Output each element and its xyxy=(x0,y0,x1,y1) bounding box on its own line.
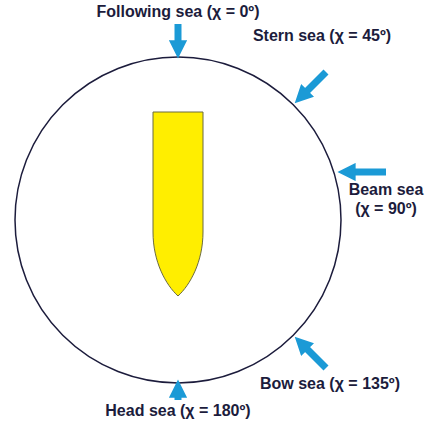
wave-circle xyxy=(15,57,341,383)
bow-sea-label: Bow sea (χ = 135º) xyxy=(260,374,400,393)
beam-sea-label: Beam sea (χ = 90º) xyxy=(344,180,428,218)
bow-arrow xyxy=(305,347,326,368)
stern-arrow xyxy=(305,72,326,93)
following-sea-label: Following sea (χ = 0º) xyxy=(96,2,259,21)
head-arrow xyxy=(175,394,182,400)
ship-hull xyxy=(153,112,203,296)
stern-sea-label: Stern sea (χ = 45º) xyxy=(253,26,391,45)
head-sea-label: Head sea (χ = 180º) xyxy=(105,401,250,420)
beam-arrow xyxy=(352,169,386,176)
following-arrow xyxy=(175,24,182,44)
